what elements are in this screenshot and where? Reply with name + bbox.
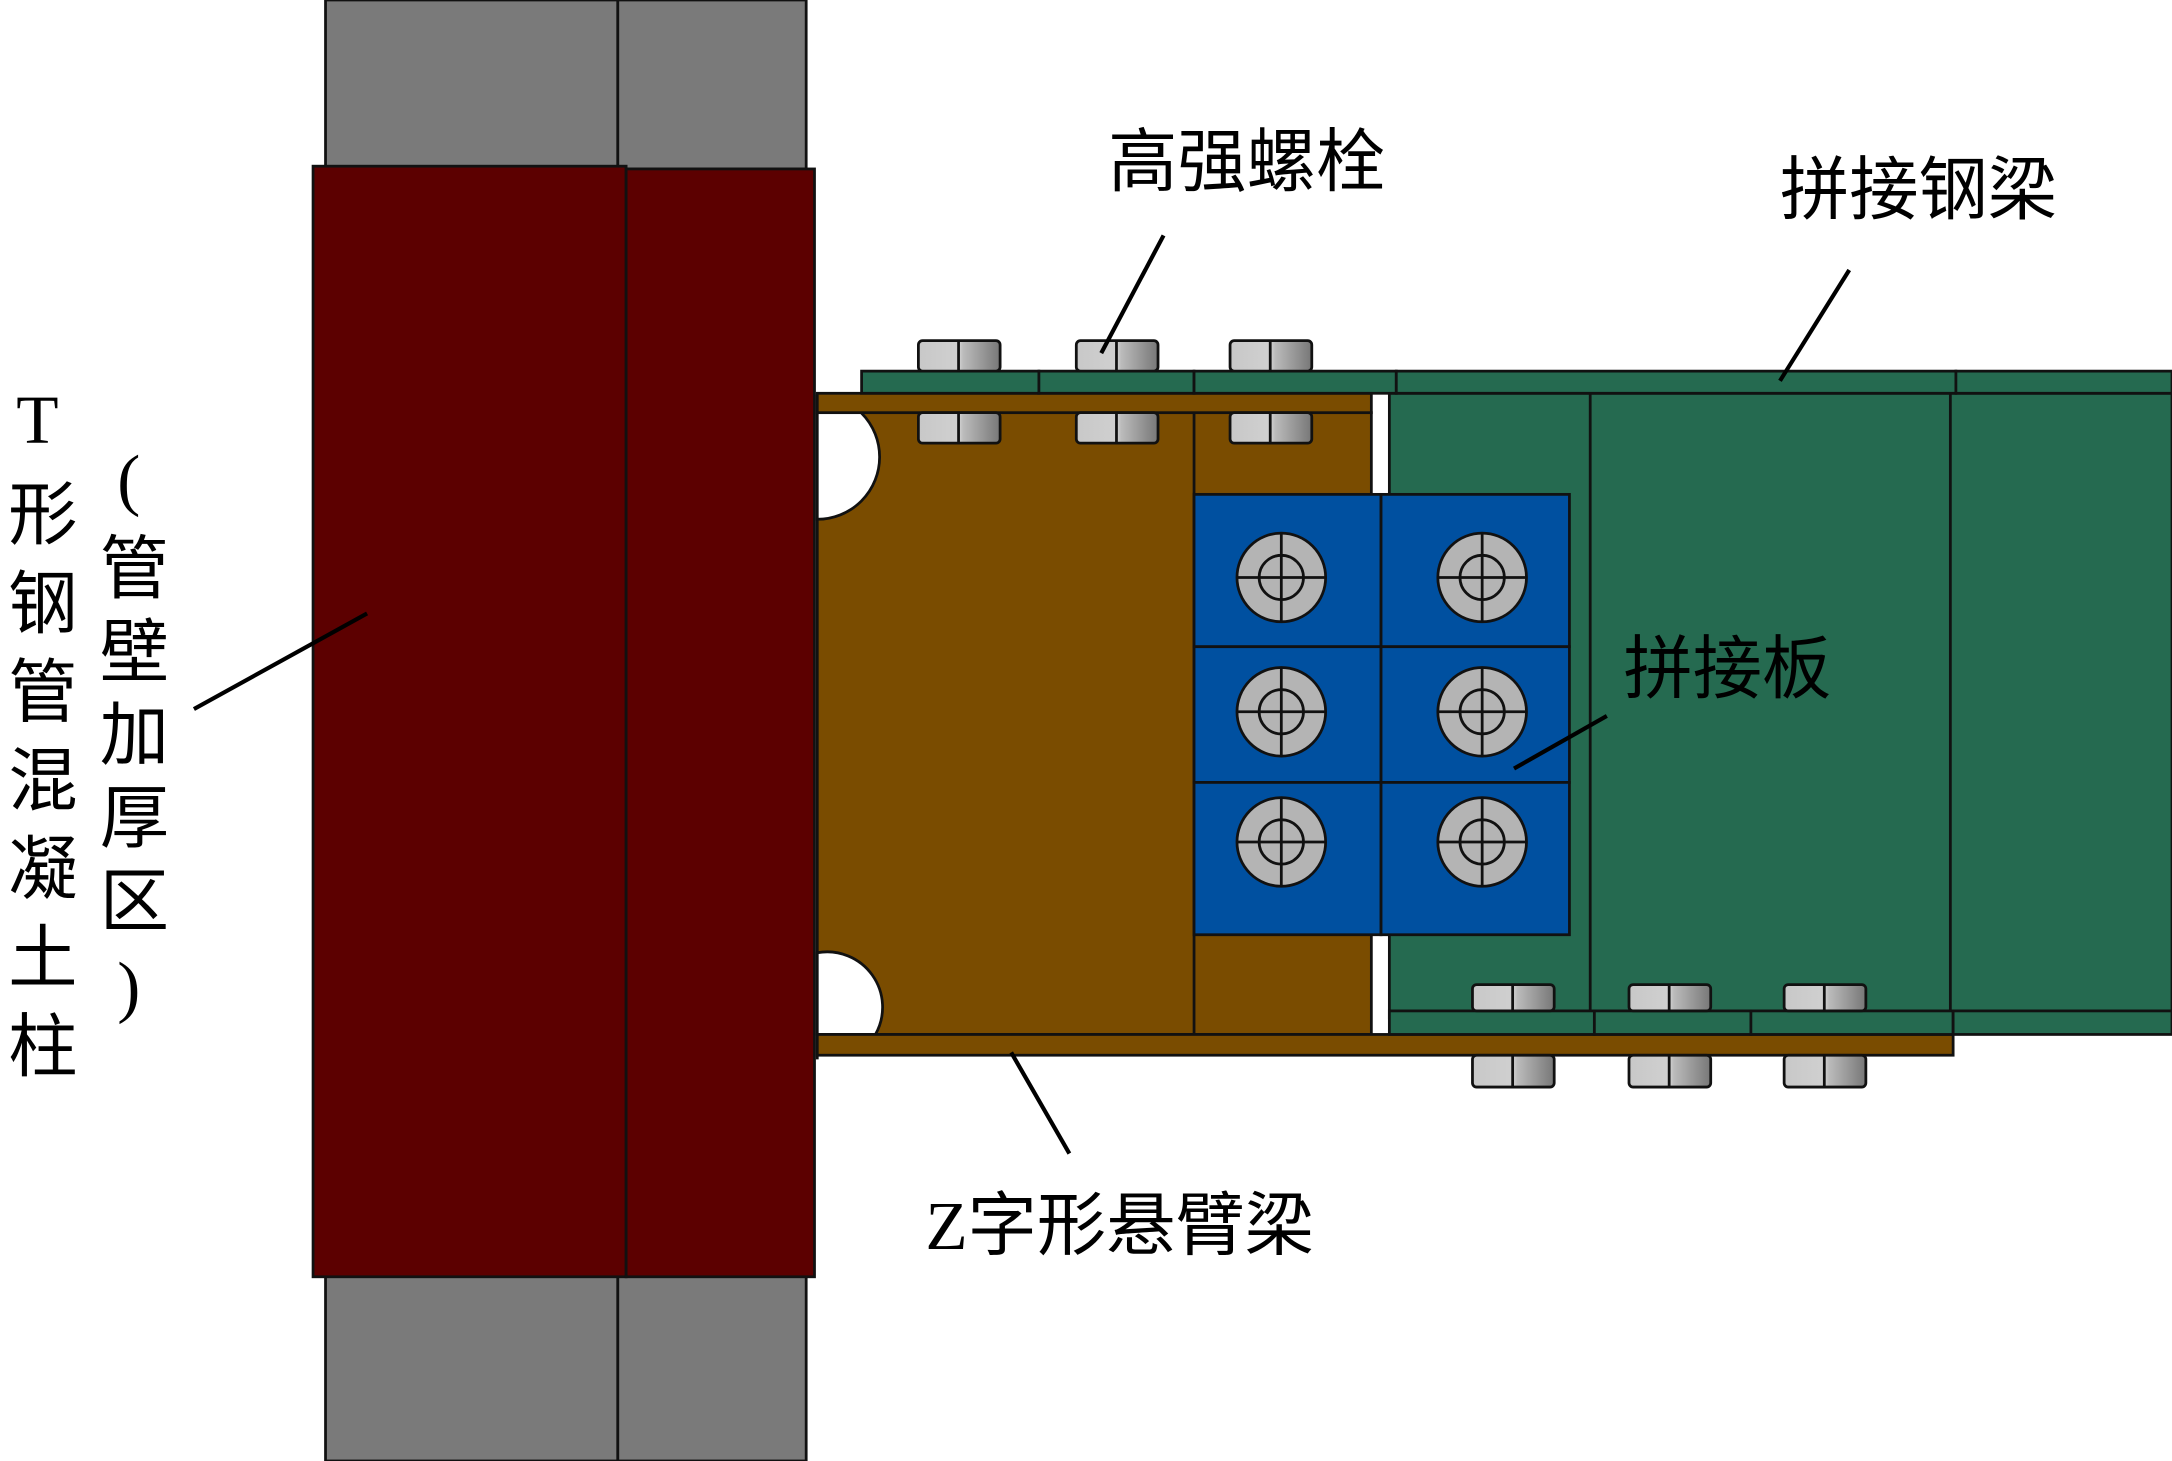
splice-flange-plates bbox=[860, 369, 2172, 1036]
bolt-nut bbox=[1074, 411, 1160, 445]
bolt-nut bbox=[1782, 1053, 1868, 1089]
cantilever-flanges bbox=[815, 391, 1955, 1057]
bolt-head bbox=[1436, 796, 1528, 888]
bolt-head bbox=[1436, 531, 1528, 624]
bolt-nut bbox=[1471, 983, 1556, 1013]
bolt-head bbox=[1235, 796, 1328, 888]
bolt-nut bbox=[1471, 1053, 1556, 1089]
bolt-head bbox=[1235, 531, 1328, 624]
bolt-nut bbox=[1074, 339, 1160, 373]
bolt-nut bbox=[917, 339, 1002, 373]
bolt-nut bbox=[1627, 983, 1713, 1013]
label-column: T形钢管混凝土柱 bbox=[0, 380, 77, 1099]
bolt-nut bbox=[1228, 339, 1314, 373]
label-splice-plate: 拼接板 bbox=[1623, 630, 1832, 708]
bolt-head bbox=[1235, 666, 1328, 758]
bolt-nut bbox=[1228, 411, 1314, 445]
label-z-cantilever-beam: Z字形悬臂梁 bbox=[925, 1186, 1314, 1265]
thickened-wall-zone bbox=[311, 164, 816, 1279]
label-thickened-zone: (管壁加厚区) bbox=[90, 440, 168, 1039]
flange-bolt-nuts bbox=[917, 339, 1868, 1089]
bolt-nut bbox=[1627, 1053, 1713, 1089]
label-high-strength-bolts: 高强螺栓 bbox=[1108, 123, 1386, 201]
steel-tube-column bbox=[324, 0, 808, 1461]
web-bolts bbox=[1235, 531, 1528, 888]
bolt-nut bbox=[1782, 983, 1868, 1013]
leader-lines bbox=[192, 234, 1852, 1155]
bolt-head bbox=[1436, 666, 1528, 758]
label-splice-steel-beam: 拼接钢梁 bbox=[1779, 150, 2058, 229]
bolt-nut bbox=[917, 411, 1002, 445]
